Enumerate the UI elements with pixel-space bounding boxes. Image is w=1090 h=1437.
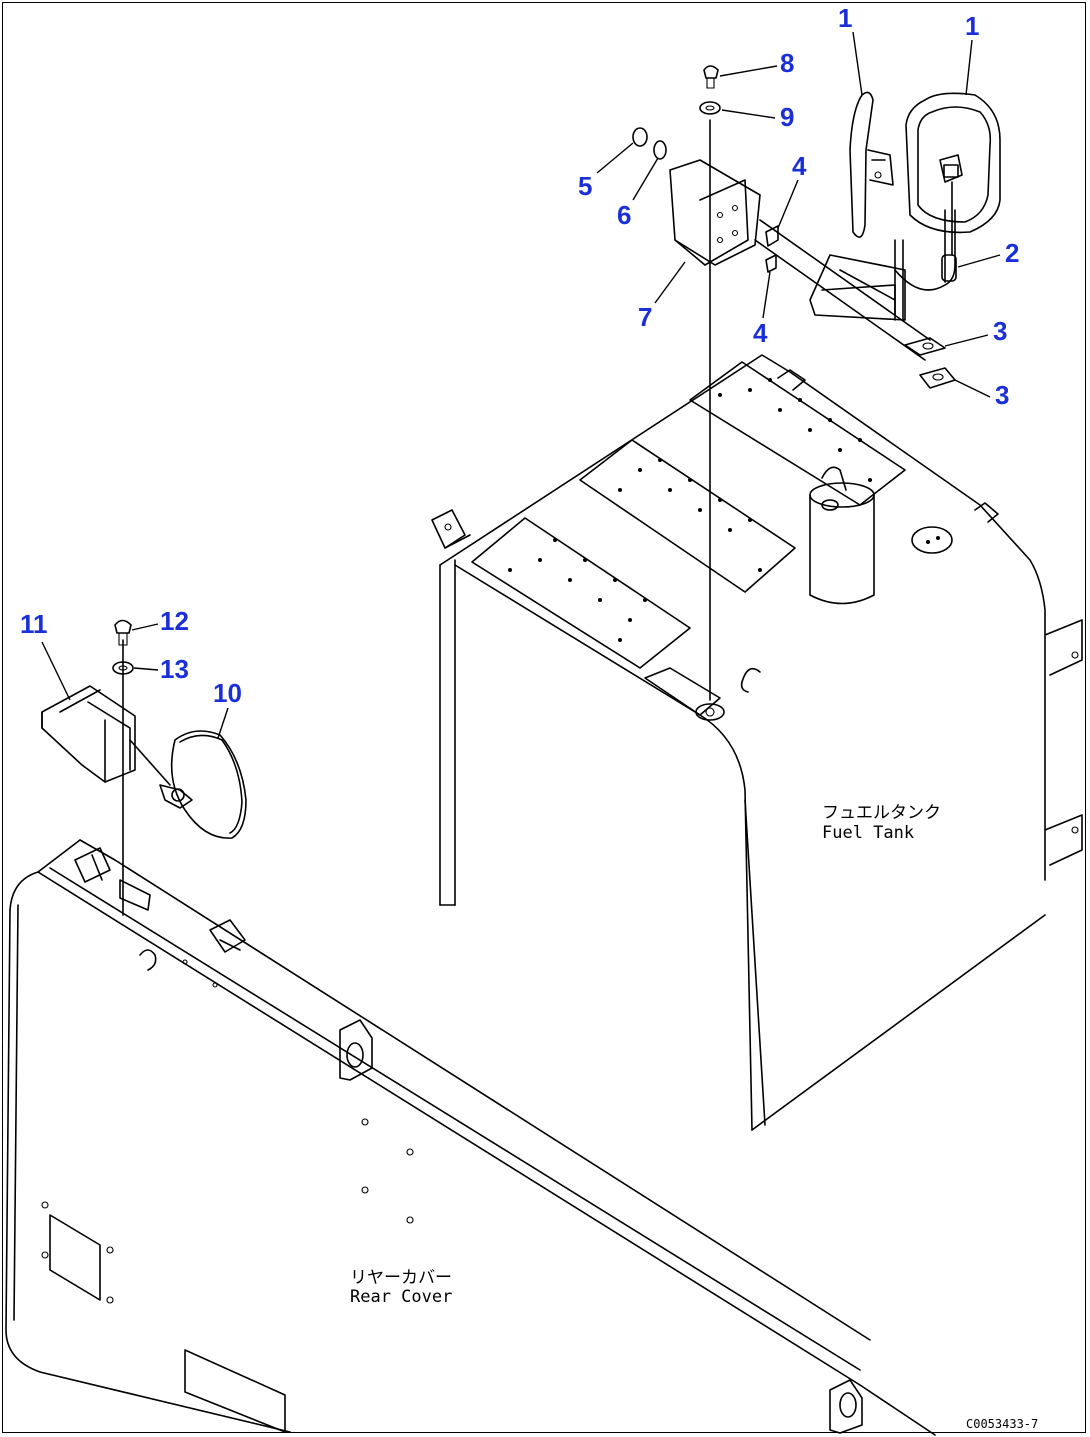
fuel-tank-label-en: Fuel Tank [822,823,914,843]
mirror-assembly [632,65,1001,701]
callout-8: 8 [780,48,794,78]
callout-5: 5 [578,171,592,201]
callout-7: 7 [638,302,652,332]
plate-bolts [508,378,872,642]
fuel-tank-label-jp: フュエルタンク [822,803,941,823]
callout-11: 11 [20,609,48,639]
callout-6: 6 [617,200,631,230]
callout-13: 13 [160,654,189,684]
drawing-code: C0053433-7 [966,1417,1038,1431]
callout-3a: 3 [993,316,1007,346]
mirror-large [905,92,1001,256]
callout-10: 10 [213,678,242,708]
callout-4a: 4 [792,151,807,181]
rear-cover-label-en: Rear Cover [350,1287,452,1307]
mirror-round [129,730,247,839]
callout-12: 12 [160,606,189,636]
rear-cover-label-jp: リヤーカバー [350,1268,452,1288]
callout-1b: 1 [965,11,979,41]
left-mirror-assembly [41,619,247,916]
filler-cap [809,466,875,605]
mirror-side [849,91,894,238]
callout-9: 9 [780,102,794,132]
callouts: 1 1 2 3 3 4 4 5 6 7 8 9 10 11 [20,3,1019,739]
callout-4b: 4 [753,318,768,348]
callout-3b: 3 [995,380,1009,410]
fuel-tank [431,354,1083,1131]
callout-2: 2 [1005,238,1019,268]
rear-cover [5,839,936,1436]
callout-1a: 1 [838,3,852,33]
